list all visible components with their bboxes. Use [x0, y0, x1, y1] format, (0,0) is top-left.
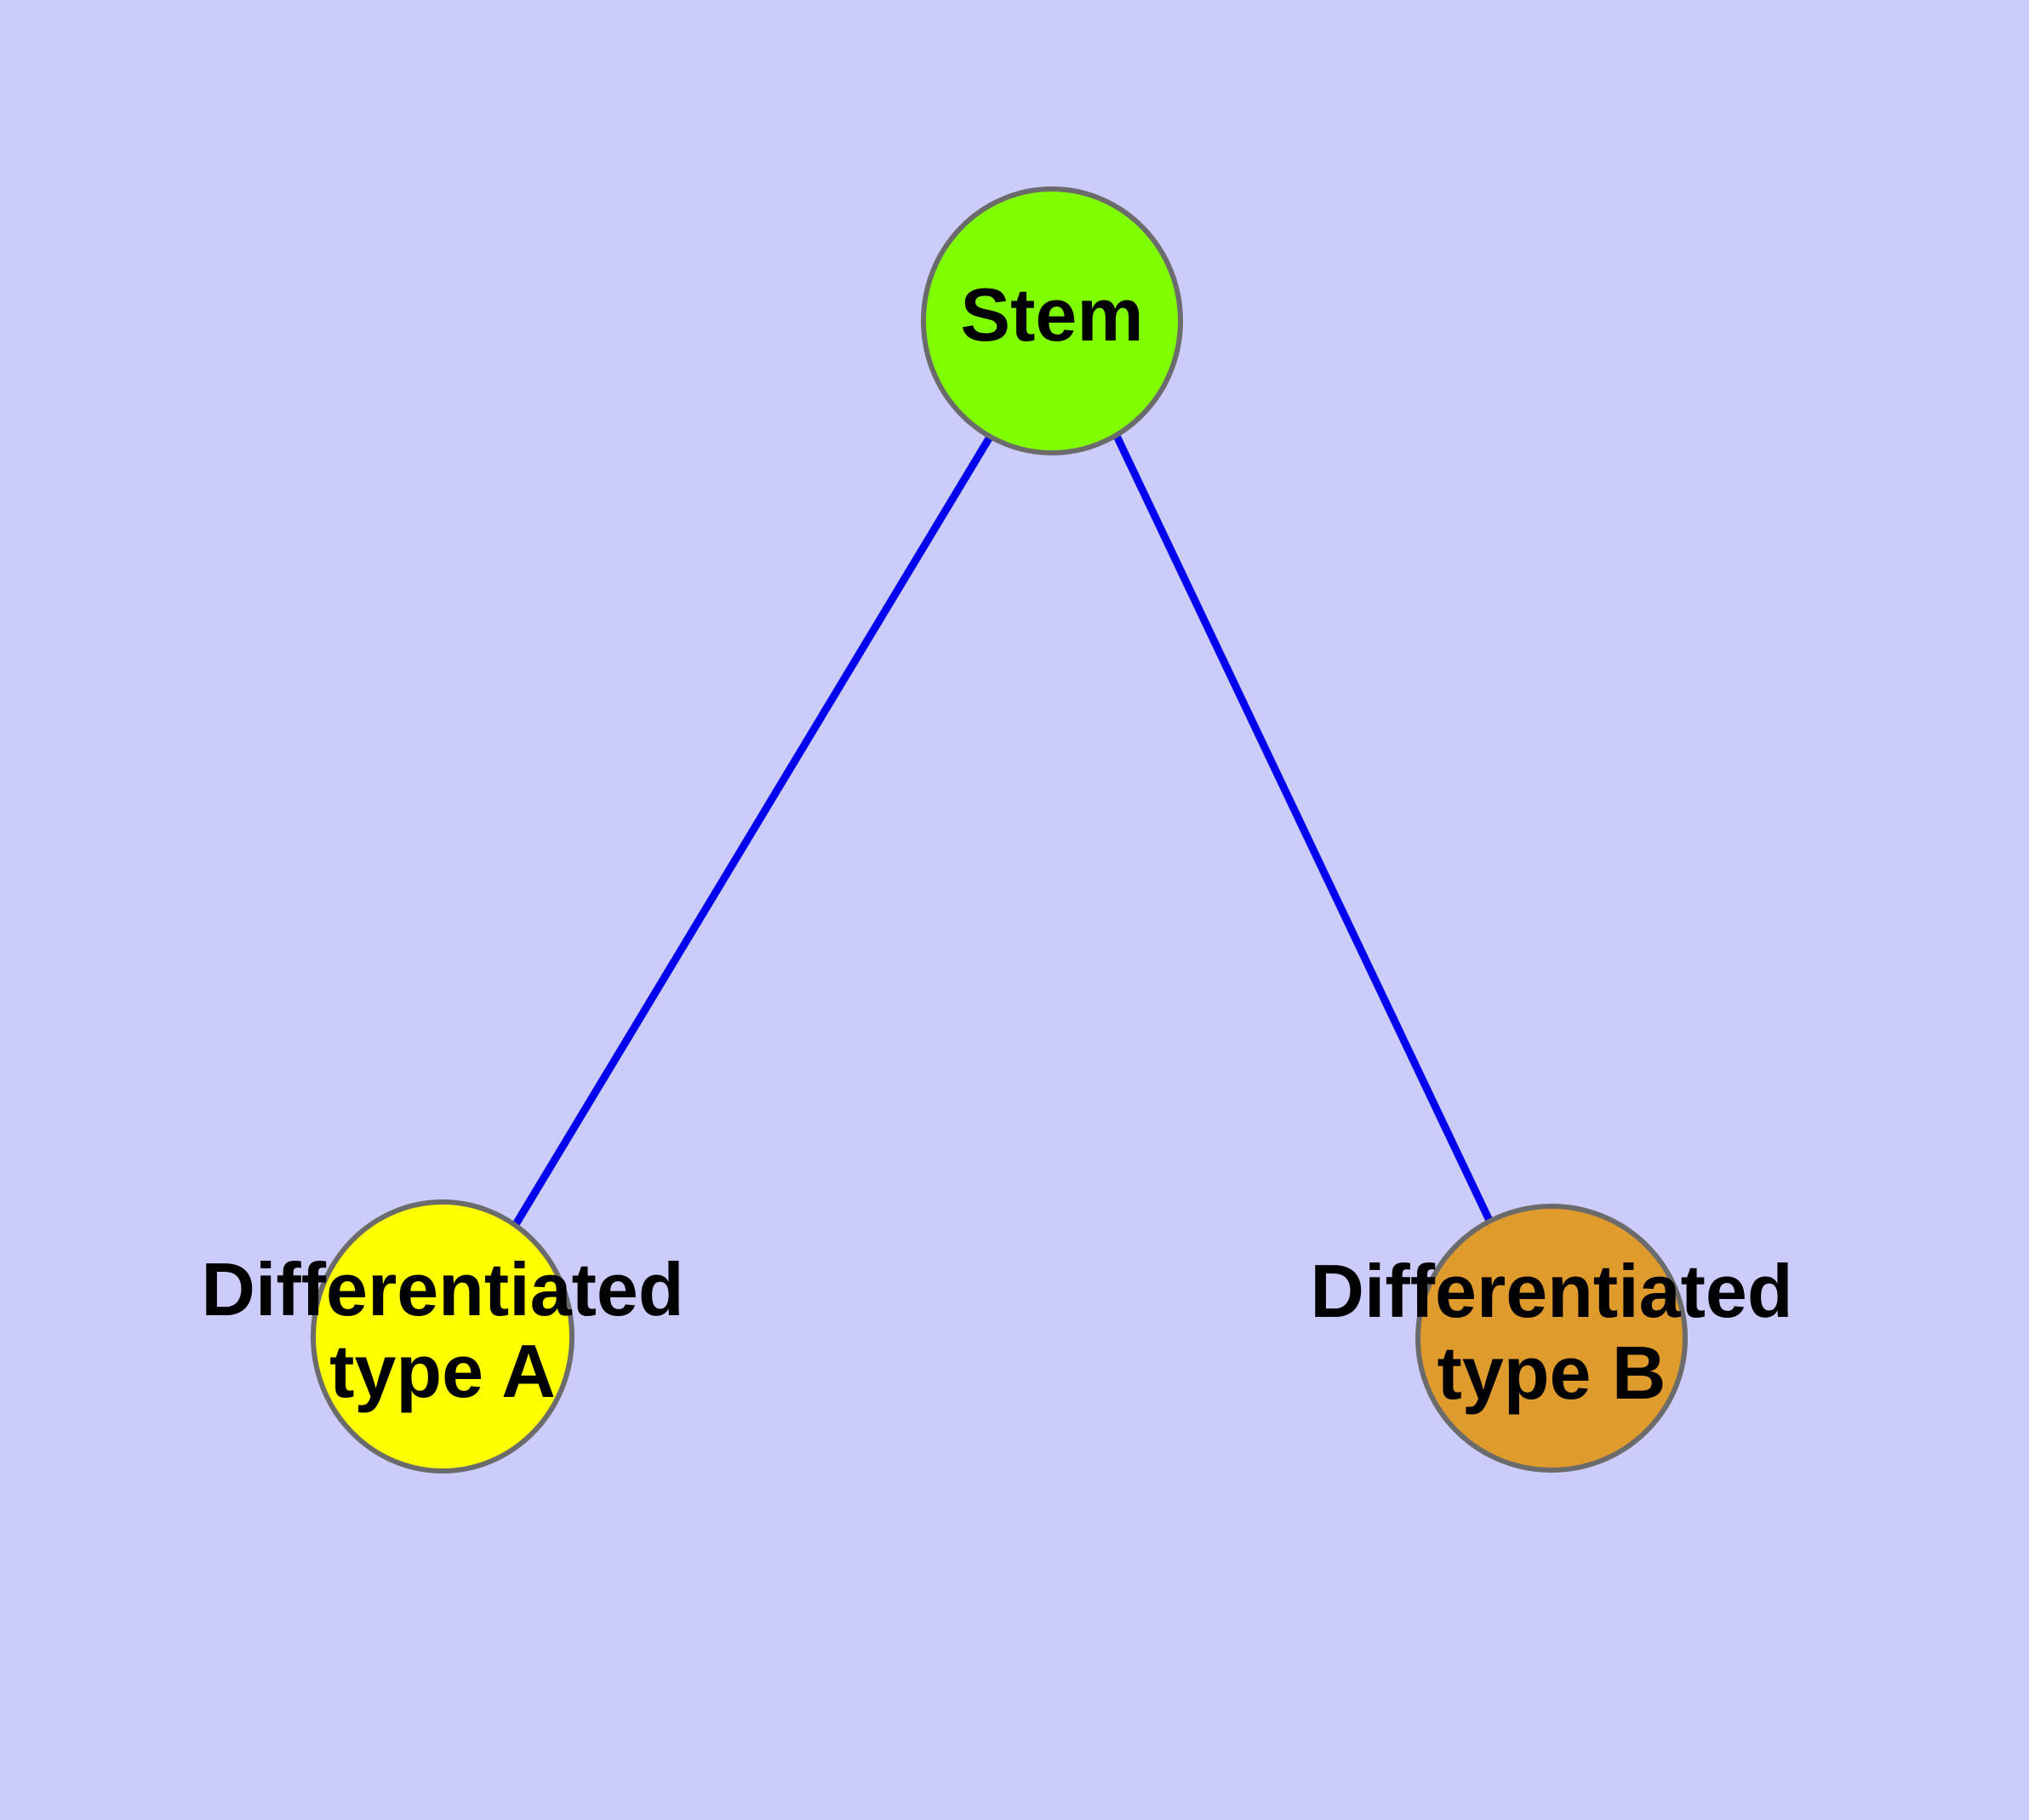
- node-diff-type-a[interactable]: [311, 1199, 574, 1474]
- edge-stem-to-type-b[interactable]: [1112, 434, 1495, 1226]
- node-diff-type-b-shape[interactable]: [1415, 1204, 1688, 1473]
- edges-layer: [512, 432, 1495, 1228]
- node-diff-type-b[interactable]: [1415, 1204, 1688, 1473]
- nodes-layer: [311, 186, 1688, 1474]
- node-diff-type-a-shape[interactable]: [311, 1199, 574, 1474]
- node-stem[interactable]: [921, 186, 1183, 455]
- edge-stem-to-type-a[interactable]: [512, 432, 995, 1228]
- node-stem-label: Stem: [960, 272, 1143, 357]
- node-stem-shape[interactable]: [921, 186, 1183, 455]
